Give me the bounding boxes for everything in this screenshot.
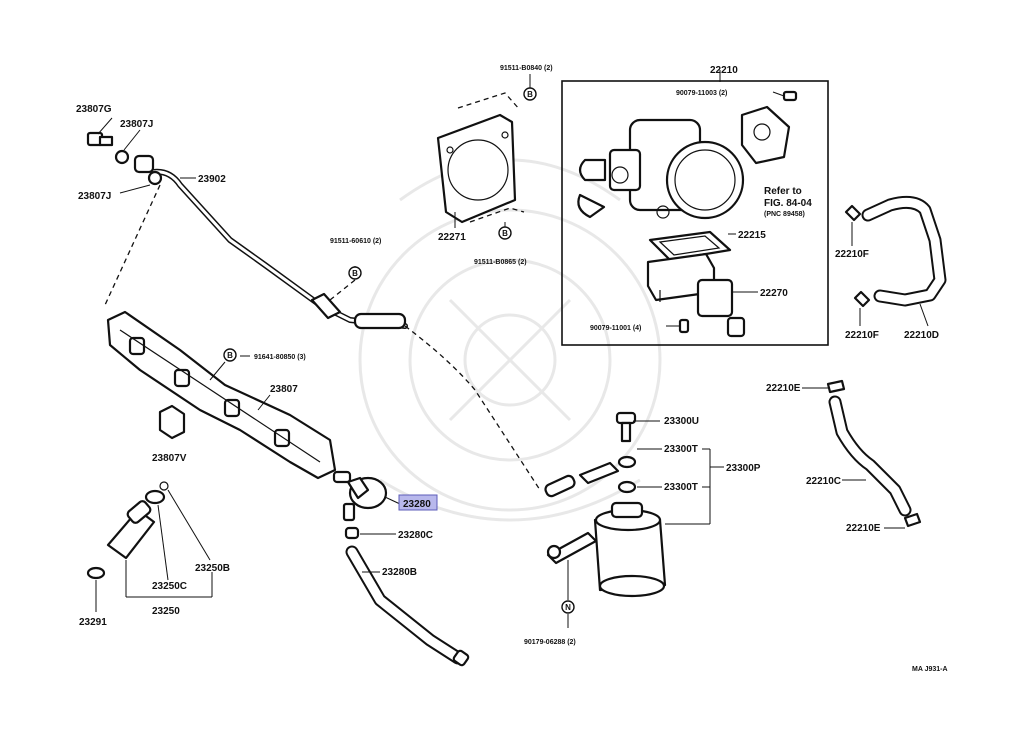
badge-n-filter: N [565, 603, 571, 612]
label-23280[interactable]: 23280 [403, 499, 431, 510]
throttle-body-assembly: 22210 90079-11003 (2) Refer to FIG. 84-0… [561, 65, 829, 346]
label-23807: 23807 [270, 384, 298, 395]
label-23807g: 23807G [76, 104, 112, 115]
label-91641-80850: 91641-80850 (3) [254, 354, 306, 361]
fuel-injector-assembly: 23250B 23250C 23250 23291 [79, 481, 230, 628]
label-91511-60610: 91511-60610 (2) [330, 238, 381, 245]
label-23250: 23250 [152, 606, 180, 617]
label-23807j-left: 23807J [78, 191, 111, 202]
label-23300t-bottom: 23300T [664, 482, 698, 493]
label-23300t-top: 23300T [664, 444, 698, 455]
label-90079-11003: 90079-11003 (2) [676, 90, 727, 97]
label-23807j-top: 23807J [120, 119, 153, 130]
label-refer-pnc: (PNC 89458) [764, 211, 805, 218]
label-91511-b0865: 91511-B0865 (2) [474, 259, 527, 266]
badge-b-top: B [527, 90, 533, 99]
label-22210f-bottom: 22210F [845, 330, 879, 341]
badge-b-bottom: B [502, 229, 508, 238]
label-22271: 22271 [438, 232, 466, 243]
label-23280c: 23280C [398, 530, 433, 541]
badge-b-pipe: B [352, 269, 358, 278]
watermark-emblem [358, 158, 662, 522]
hose-22210c-assembly: 22210E 22210C 22210E [766, 379, 922, 534]
highlight-23280 [398, 494, 438, 511]
label-91511-b0840: 91511-B0840 (2) [500, 65, 553, 72]
throttle-gasket-22271: B B 91511-B0840 (2) 22271 91511-B0865 (2… [436, 65, 553, 266]
pressure-regulator-assembly: 23280 23280C 23280B [332, 470, 470, 667]
label-90079-11001: 90079-11001 (4) [590, 325, 641, 332]
fuel-rail-assembly: B 91641-80850 (3) 23807 23807V [106, 310, 337, 480]
label-22210e-top: 22210E [766, 383, 801, 394]
label-23291: 23291 [79, 617, 107, 628]
label-90179-06288: 90179-06288 (2) [524, 639, 576, 646]
label-23300u: 23300U [664, 416, 699, 427]
label-22270: 22270 [760, 288, 788, 299]
label-22210d: 22210D [904, 330, 939, 341]
label-22210f-top: 22210F [835, 249, 869, 260]
label-22215: 22215 [738, 230, 766, 241]
label-22210e-bottom: 22210E [846, 523, 881, 534]
figure-code: MA J931-A [912, 666, 948, 673]
label-23807v: 23807V [152, 453, 187, 464]
label-23280b: 23280B [382, 567, 417, 578]
label-refer-line1: Refer to [764, 186, 802, 197]
label-23250b: 23250B [195, 563, 230, 574]
label-22210: 22210 [710, 65, 738, 76]
badge-b-rail: B [227, 351, 233, 360]
label-refer-line2: FIG. 84-04 [764, 198, 812, 209]
label-23250c: 23250C [152, 581, 187, 592]
label-23902: 23902 [198, 174, 226, 185]
fuel-pipe-assembly: B 23807G 23807J 23807J 23902 91511-60610… [76, 104, 541, 491]
throttle-body-frame [561, 80, 829, 346]
label-22210c: 22210C [806, 476, 841, 487]
label-23300p: 23300P [726, 463, 761, 474]
hose-22210d-assembly: 22210F 22210F 22210D [835, 195, 947, 341]
fuel-filter-assembly: N 23300U 23300T 23300T 23300P 90179-0628… [524, 411, 761, 646]
